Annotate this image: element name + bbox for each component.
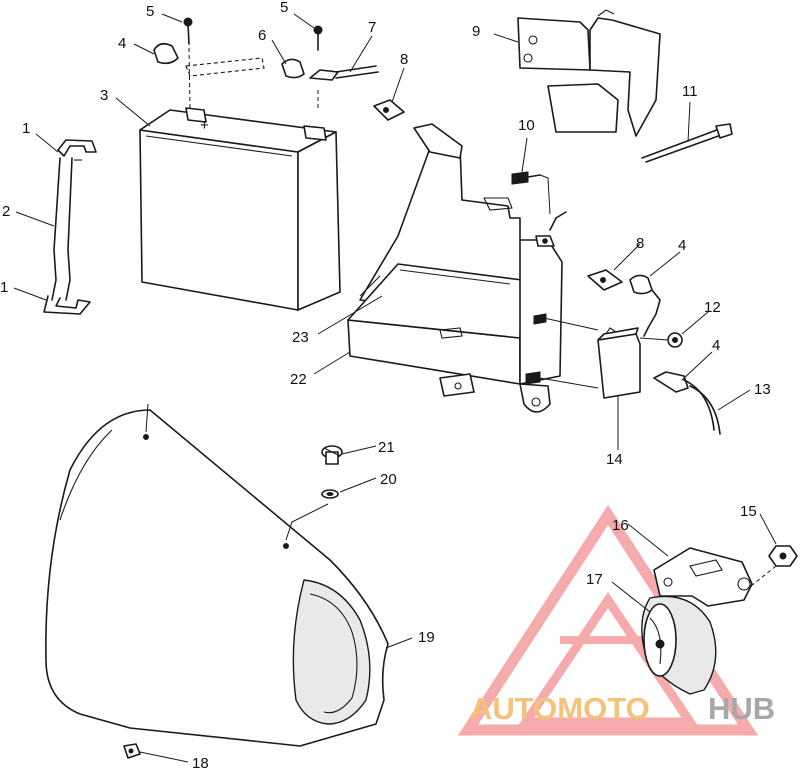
callout-6: 6: [258, 27, 266, 44]
callout-8-top: 8: [400, 51, 408, 68]
callout-10: 10: [518, 117, 535, 134]
callout-16: 16: [612, 517, 629, 534]
callout-12: 12: [704, 299, 721, 316]
callout-3: 3: [100, 87, 108, 104]
callout-21: 21: [378, 439, 395, 456]
callout-5-left: 5: [146, 3, 154, 20]
mounting-clip-top: [373, 99, 405, 121]
terminal-screw-right: [313, 25, 323, 51]
callout-20: 20: [380, 471, 397, 488]
starter-relay: [539, 317, 669, 399]
bolt: [511, 171, 551, 215]
watermark-text: AUTOMOTO HUB: [470, 691, 775, 726]
watermark-word-automoto: AUTOMOTO: [470, 691, 650, 726]
callout-5-right: 5: [280, 0, 288, 16]
terminal-plus: +: [200, 117, 209, 134]
callout-19: 19: [418, 629, 435, 646]
callout-18: 18: [192, 755, 209, 770]
battery-cable: [188, 47, 379, 110]
terminal-cover-box: [629, 274, 661, 337]
callout-1-bottom: 1: [0, 279, 8, 296]
callout-9: 9: [472, 23, 480, 40]
battery-strap: [43, 139, 97, 315]
quarter-turn-fastener: [321, 445, 343, 465]
mount-nut: [123, 743, 141, 759]
battery-cable-link: [185, 57, 265, 77]
washer: [321, 489, 339, 499]
mounting-clip-lower: [587, 269, 623, 291]
relay-cable: [653, 371, 721, 435]
callout-4-cable: 4: [712, 337, 720, 354]
callout-2: 2: [2, 203, 10, 220]
callout-14: 14: [606, 451, 623, 468]
callout-17: 17: [586, 571, 603, 588]
callout-4-box: 4: [678, 237, 686, 254]
callout-23: 23: [292, 329, 309, 346]
leader-lines: [13, 13, 777, 763]
callout-22: 22: [290, 371, 307, 388]
battery-box: [347, 123, 567, 413]
callout-1-top: 1: [22, 120, 30, 137]
callout-7: 7: [368, 19, 376, 36]
callout-labels: 1 1 2 3 4 4 4 5 5 6 7 8 8 9 10 11 12 13 …: [0, 0, 771, 770]
callout-13: 13: [754, 381, 771, 398]
battery: +: [139, 107, 341, 311]
callout-11: 11: [682, 83, 698, 100]
terminal-screw-left: [183, 17, 193, 45]
horn-nut: [745, 545, 798, 591]
watermark-word-hub: HUB: [708, 691, 775, 726]
terminal-cover-left: [153, 42, 179, 65]
callout-8-lower: 8: [636, 235, 644, 252]
cable-tie: [641, 123, 733, 163]
terminal-cover-right: [281, 58, 305, 79]
horn: [641, 595, 717, 695]
relay-bracket: [517, 9, 661, 137]
nut: [667, 332, 683, 348]
callout-15: 15: [740, 503, 757, 520]
callout-4-left: 4: [118, 35, 126, 52]
headlight-pod: [45, 403, 389, 747]
